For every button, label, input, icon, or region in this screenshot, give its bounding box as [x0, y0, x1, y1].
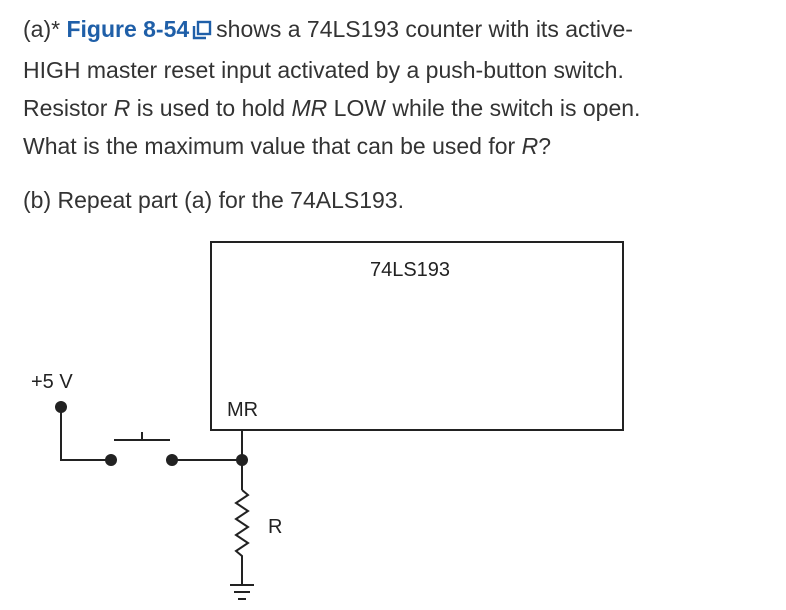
question-line-1-rest: shows a 74LS193 counter with its active-: [216, 16, 633, 42]
resistor-label: R: [268, 516, 282, 538]
question-line-1: (a)* Figure 8-54 shows a 74LS193 counter …: [23, 10, 783, 51]
resistor-r: [234, 489, 250, 585]
line4-post: ?: [538, 133, 551, 159]
line3-mr-italic: MR: [291, 95, 328, 121]
chip-box: [210, 241, 624, 431]
line3-mid: is used to hold: [136, 95, 286, 121]
question-text: (a)* Figure 8-54 shows a 74LS193 counter …: [23, 10, 783, 165]
question-line-3: Resistor R is used to hold MR LOW while …: [23, 89, 783, 127]
question-line-4: What is the maximum value that can be us…: [23, 127, 783, 165]
part-b-text: (b) Repeat part (a) for the 74ALS193.: [23, 187, 404, 213]
part-a-label: (a)*: [23, 16, 61, 42]
figure-link[interactable]: Figure 8-54: [66, 16, 190, 42]
line4-pre: What is the maximum value that can be us…: [23, 133, 516, 159]
line3-pre: Resistor: [23, 95, 108, 121]
switch-contact-left: [105, 454, 117, 466]
mr-input-label: MR: [227, 399, 258, 421]
question-line-2: HIGH master reset input activated by a p…: [23, 57, 624, 83]
supply-wire: [60, 407, 111, 461]
line3-post: LOW while the switch is open.: [333, 95, 641, 121]
supply-label: +5 V: [31, 371, 73, 393]
line4-r-italic: R: [521, 133, 539, 159]
chip-label: 74LS193: [370, 259, 450, 281]
line3-r-italic: R: [113, 95, 131, 121]
external-window-icon[interactable]: [192, 13, 212, 51]
